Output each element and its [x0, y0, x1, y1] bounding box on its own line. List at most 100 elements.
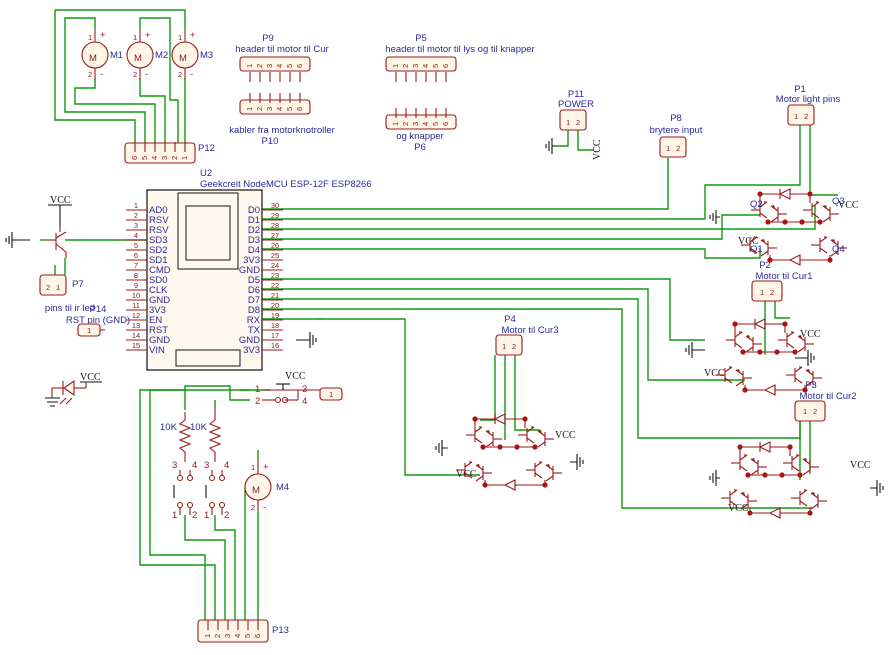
h-bridge [456, 413, 562, 491]
svg-text:2: 2 [804, 112, 808, 121]
svg-text:pins til ir led: pins til ir led [45, 303, 95, 314]
mcu-pin-num: 30 [271, 201, 279, 210]
header-p8: P8 brytere input 1 2 [650, 113, 703, 158]
header-pin-num: 6 [441, 122, 450, 126]
svg-text:P8: P8 [670, 113, 682, 124]
mcu-pin-name: D5 [248, 275, 260, 286]
mcu-pin-num: 25 [271, 251, 279, 260]
mcu-pin-name: RSV [149, 225, 169, 236]
svg-text:-: - [100, 69, 103, 80]
mcu-pin-num: 29 [271, 211, 279, 220]
mcu-pin-num: 5 [134, 241, 138, 250]
mcu-pin-num: 2 [134, 211, 138, 220]
mcu-pin-num: 13 [132, 321, 140, 330]
svg-text:1: 1 [794, 112, 798, 121]
header-pin-num: 5 [431, 64, 440, 68]
svg-text:P3: P3 [805, 380, 817, 391]
mcu-pin-name: SD0 [149, 275, 167, 286]
header-pin-num: 4 [233, 634, 242, 638]
mcu-pin-name: D1 [248, 215, 260, 226]
svg-text:Geekcreit NodeMCU ESP-12F ESP8: Geekcreit NodeMCU ESP-12F ESP8266 [200, 179, 372, 190]
svg-text:VCC: VCC [704, 368, 725, 379]
header-p12: P12 [124, 142, 215, 164]
svg-text:1: 1 [251, 463, 255, 472]
svg-text:P7: P7 [72, 279, 84, 290]
svg-text:2: 2 [512, 342, 516, 351]
svg-text:1: 1 [88, 33, 92, 42]
mcu-pin-num: 24 [271, 261, 279, 270]
mcu-pin-name: D0 [248, 205, 260, 216]
svg-text:VCC: VCC [592, 139, 603, 160]
svg-text:Motor til Cur1: Motor til Cur1 [755, 271, 812, 282]
mcu-pin-num: 9 [134, 281, 138, 290]
svg-text:Q4: Q4 [832, 244, 845, 255]
svg-text:og knapper: og knapper [396, 131, 444, 142]
mcu-pin-num: 16 [271, 341, 279, 350]
svg-text:2: 2 [770, 288, 774, 297]
svg-text:+: + [100, 30, 106, 41]
mcu-pin-name: RSV [149, 215, 169, 226]
header-pin-num: 3 [265, 107, 274, 111]
ir-led [51, 379, 87, 405]
header-pin-num: 5 [285, 107, 294, 111]
mcu-pin-num: 3 [134, 221, 138, 230]
svg-text:kabler fra motorknotroller: kabler fra motorknotroller [229, 125, 335, 136]
header-p2: P2 Motor til Cur1 1 2 [751, 260, 813, 302]
svg-text:3: 3 [204, 460, 209, 471]
svg-text:-: - [190, 69, 193, 80]
mcu-pin-name: EN [149, 315, 162, 326]
svg-text:VCC: VCC [80, 372, 101, 383]
header-p1: P1 Motor light pins 1 2 [776, 84, 841, 126]
mcu-pin-name: CMD [149, 265, 171, 276]
svg-text:U2: U2 [200, 168, 212, 179]
mcu-pin-name: 3V3 [149, 305, 166, 316]
svg-text:VCC: VCC [285, 371, 306, 382]
header-pin-num: 1 [203, 634, 212, 638]
header-pin-num: 5 [243, 634, 252, 638]
header-pin-num: 1 [245, 64, 254, 68]
svg-text:M2: M2 [155, 50, 168, 61]
header-pin-num: 3 [411, 122, 420, 126]
mcu-pin-num: 19 [271, 311, 279, 320]
header-pin-num: 6 [441, 64, 450, 68]
ir-transistor [45, 226, 67, 258]
svg-text:M: M [89, 53, 97, 64]
svg-text:1: 1 [204, 510, 209, 521]
svg-text:-: - [145, 69, 148, 80]
header-pin-num: 4 [275, 64, 284, 68]
svg-text:10K: 10K [190, 422, 208, 433]
mcu-pin-name: GND [239, 265, 260, 276]
ground-symbols [5, 138, 884, 496]
header-pin-num: 4 [150, 156, 159, 160]
wires [40, 9, 838, 620]
mcu-pin-num: 15 [132, 341, 140, 350]
svg-text:2: 2 [251, 503, 255, 512]
motor-m1: M + - 1 2 M1 [81, 30, 123, 80]
reset-switch: 1 2 3 4 1 [255, 383, 343, 407]
svg-text:P13: P13 [272, 625, 289, 636]
svg-text:VCC: VCC [50, 195, 71, 206]
svg-text:1: 1 [502, 342, 506, 351]
svg-text:P14: P14 [90, 304, 107, 315]
svg-text:VCC: VCC [850, 460, 871, 471]
mcu-pin-name: D4 [248, 245, 260, 256]
svg-text:M4: M4 [276, 482, 289, 493]
header-p5: P5 header til motor til lys og til knapp… [385, 33, 535, 72]
header-pin-num: 2 [213, 634, 222, 638]
svg-text:1: 1 [666, 144, 670, 153]
header-pin-num: 5 [140, 156, 149, 160]
svg-text:1: 1 [255, 384, 260, 395]
header-pin-num: 2 [255, 64, 264, 68]
header-pin-num: 4 [421, 64, 430, 68]
svg-text:VCC: VCC [555, 430, 576, 441]
svg-text:P10: P10 [262, 136, 279, 147]
mcu-pin-name: AD0 [149, 205, 167, 216]
header-pin-num: 2 [255, 107, 264, 111]
svg-text:2: 2 [676, 144, 680, 153]
svg-text:Motor light pins: Motor light pins [776, 94, 841, 105]
mcu-pin-num: 6 [134, 251, 138, 260]
svg-text:2: 2 [255, 396, 260, 407]
